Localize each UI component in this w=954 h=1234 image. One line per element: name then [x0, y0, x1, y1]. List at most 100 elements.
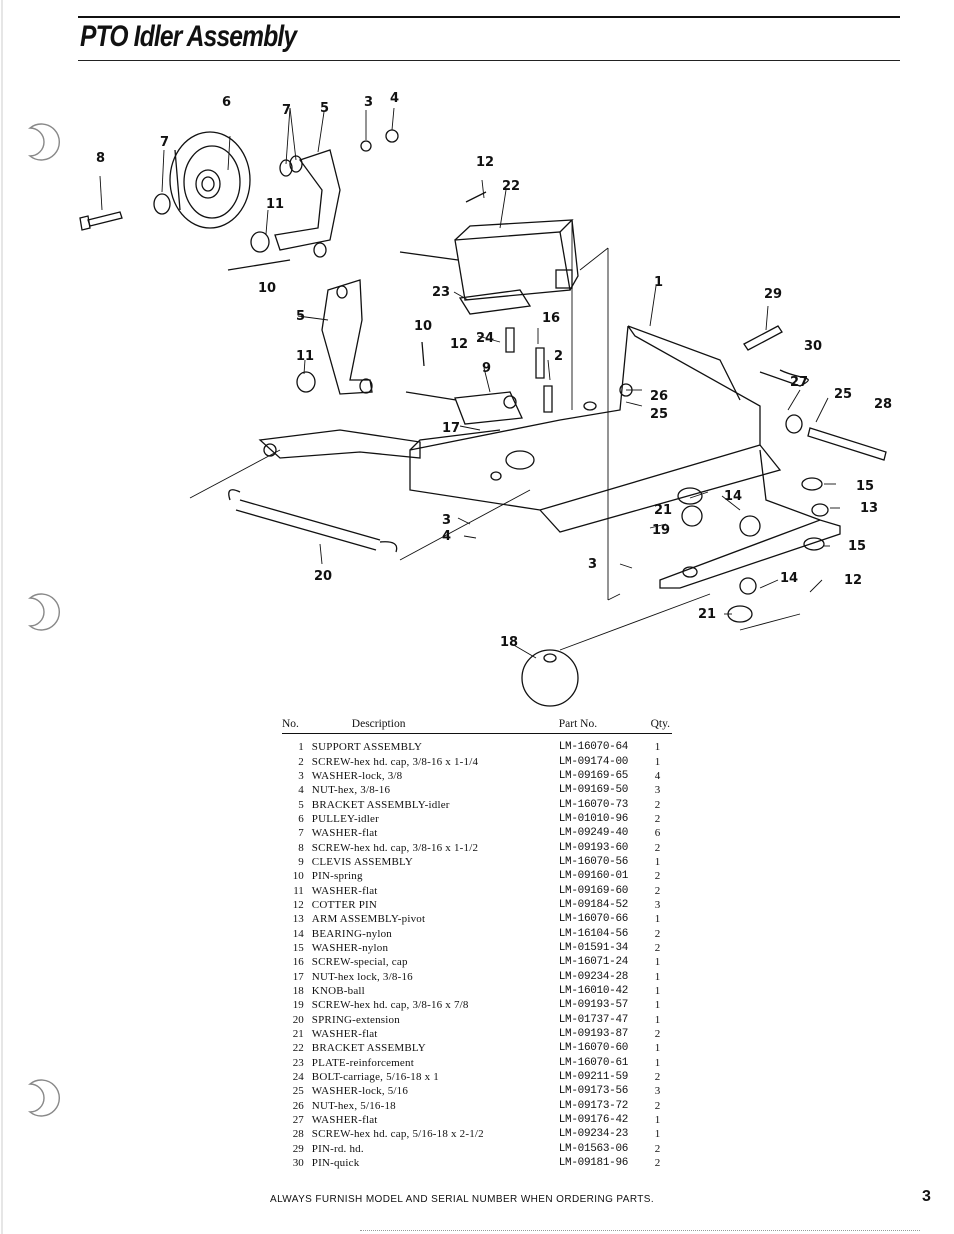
part-description: SCREW-special, cap — [311, 956, 408, 969]
part-number: LM-09249-40 — [558, 827, 629, 840]
callout-3-mid: 3 — [442, 513, 451, 528]
part-quantity: 1 — [654, 956, 661, 969]
part-number-index: 20 — [292, 1013, 304, 1026]
callout-21-bottom: 21 — [698, 607, 716, 622]
part-number-index: 27 — [292, 1114, 304, 1127]
extension-spring-drawing — [228, 489, 398, 553]
part-description: SCREW-hex hd. cap, 3/8-16 x 7/8 — [311, 999, 469, 1012]
callout-15-bottom: 15 — [848, 539, 866, 554]
idler-pulley-drawing — [169, 131, 251, 229]
callout-12-top: 12 — [476, 155, 494, 170]
callout-3-top: 3 — [364, 95, 373, 110]
part-quantity: 4 — [654, 769, 661, 782]
title-bottom-rule — [78, 60, 900, 61]
callout-18: 18 — [500, 635, 518, 650]
part-quantity: 3 — [654, 898, 661, 911]
part-number: LM-09184-52 — [558, 898, 629, 911]
part-number-index: 29 — [292, 1142, 304, 1155]
part-number: LM-01737-47 — [558, 1013, 629, 1026]
part-description: WASHER-lock, 3/8 — [311, 769, 403, 782]
part-number-index: 19 — [292, 999, 304, 1012]
part-quantity: 2 — [654, 841, 661, 854]
part-number: LM-09234-28 — [558, 970, 629, 983]
part-quantity: 1 — [654, 741, 661, 754]
part-number: LM-01591-34 — [558, 941, 629, 954]
callout-4-top: 4 — [390, 91, 399, 106]
part-quantity: 2 — [654, 1028, 661, 1041]
part-number: LM-09193-87 — [558, 1028, 629, 1041]
part-number-index: 28 — [292, 1128, 304, 1141]
part-quantity: 2 — [654, 870, 661, 883]
callout-16: 16 — [542, 311, 560, 326]
bracket-assembly-drawing — [454, 219, 579, 301]
part-quantity: 2 — [654, 927, 661, 940]
part-quantity: 1 — [654, 755, 661, 768]
part-number-index: 24 — [292, 1071, 304, 1084]
callout-28: 28 — [874, 397, 892, 412]
part-quantity: 2 — [654, 812, 661, 825]
part-number: LM-09211-59 — [558, 1071, 629, 1084]
part-quantity: 2 — [654, 941, 661, 954]
part-description: WASHER-flat — [311, 827, 378, 840]
part-number-index: 11 — [293, 884, 304, 897]
callout-5-top: 5 — [320, 101, 329, 116]
part-number: LM-16070-73 — [558, 798, 629, 811]
part-quantity: 1 — [654, 1114, 661, 1127]
part-number-index: 7 — [298, 827, 304, 840]
part-quantity: 1 — [654, 1056, 661, 1069]
table-row: 3 WASHER-lock, 3/8 LM-09169-65 4 — [282, 769, 672, 783]
part-number-index: 26 — [292, 1099, 304, 1112]
part-description: SPRING-extension — [311, 1013, 400, 1026]
bottom-dotted-rule — [360, 1230, 920, 1232]
callout-22: 22 — [502, 179, 520, 194]
part-quantity: 6 — [654, 827, 661, 840]
part-number: LM-09169-65 — [558, 769, 629, 782]
part-quantity: 2 — [654, 1142, 661, 1155]
part-number-index: 4 — [298, 784, 304, 797]
part-number-index: 6 — [298, 812, 304, 825]
part-number-index: 12 — [292, 898, 304, 911]
exploded-parts-diagram: 6 7 5 3 4 8 7 11 10 12 22 1 29 30 23 5 1… — [79, 91, 892, 707]
part-description: PLATE-reinforcement — [311, 1056, 414, 1069]
part-description: NUT-hex, 5/16-18 — [311, 1099, 396, 1112]
callout-5-mid: 5 — [296, 309, 305, 324]
part-number: LM-16070-61 — [558, 1056, 629, 1069]
part-description: COTTER PIN — [311, 898, 378, 911]
pivot-arm-drawing — [659, 449, 841, 589]
callout-17: 17 — [442, 421, 460, 436]
header-description: Description — [311, 716, 559, 734]
binder-holes — [1, 0, 60, 1234]
part-quantity: 1 — [654, 1013, 661, 1026]
part-quantity: 1 — [654, 999, 661, 1012]
part-number-index: 15 — [292, 941, 304, 954]
part-quantity: 1 — [654, 913, 661, 926]
part-number-index: 5 — [298, 798, 304, 811]
callout-11-mid: 11 — [296, 349, 314, 364]
part-description: KNOB-ball — [311, 985, 365, 998]
callout-23: 23 — [432, 285, 450, 300]
part-number-index: 8 — [298, 841, 304, 854]
part-number-index: 3 — [298, 769, 304, 782]
part-quantity: 2 — [654, 798, 661, 811]
header-qty: Qty. — [642, 716, 672, 734]
part-number: LM-16104-56 — [558, 927, 629, 940]
part-number: LM-01010-96 — [558, 812, 629, 825]
callout-3-bottom: 3 — [588, 557, 597, 572]
callout-27: 27 — [790, 375, 808, 390]
part-number: LM-16010-42 — [558, 985, 629, 998]
table-row: 7 WASHER-flat LM-09249-40 6 — [282, 826, 672, 840]
part-quantity: 2 — [654, 1157, 661, 1170]
part-number: LM-09160-01 — [558, 870, 629, 883]
